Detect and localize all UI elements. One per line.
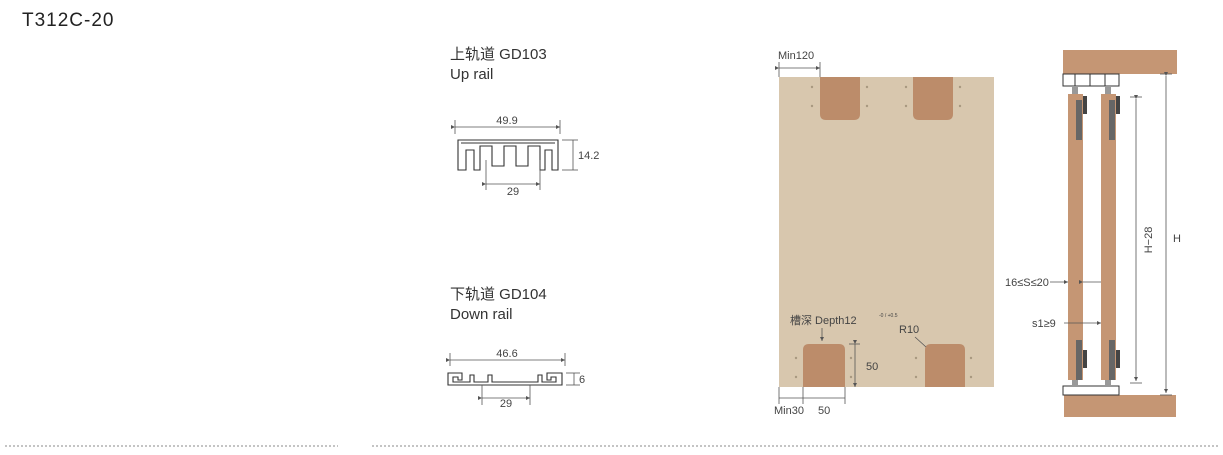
door-leaf-left [1068, 94, 1083, 380]
up-rail-title: 上轨道 GD103 Up rail [450, 45, 547, 85]
gap-range-label: 16≤S≤20 [1005, 277, 1049, 289]
floor-board [1064, 395, 1176, 417]
min-top-label: Min120 [778, 50, 814, 62]
down-rail-diagram: 46.6 6 29 [446, 348, 585, 410]
top-slot-right [913, 77, 953, 120]
slot-width-label: 50 [818, 405, 830, 417]
down-rail-title: 下轨道 GD104 Down rail [450, 285, 547, 325]
top-rail-section [1062, 73, 1120, 87]
ceiling-board [1063, 50, 1177, 74]
down-rail-width-label: 46.6 [496, 348, 517, 360]
down-rail-title-en: Down rail [450, 306, 513, 323]
clearance-label: s1≥9 [1032, 318, 1056, 330]
up-rail-title-cn: 上轨道 GD103 [450, 46, 547, 63]
inner-height-label: H−28 [1143, 227, 1155, 254]
groove-tolerance-label: -0 / +0.5 [879, 313, 898, 319]
up-rail-height-label: 14.2 [578, 150, 599, 162]
top-slot-left [820, 77, 860, 120]
up-rail-profile [457, 139, 559, 171]
down-rail-title-cn: 下轨道 GD104 [450, 286, 547, 303]
slot-height-label: 50 [866, 361, 878, 373]
door-leaf-right [1101, 94, 1116, 380]
up-rail-title-en: Up rail [450, 66, 494, 83]
groove-depth-label: 槽深 Depth12 [790, 314, 857, 327]
radius-label: R10 [899, 324, 919, 336]
height-label: H [1173, 233, 1181, 245]
down-rail-height-label: 6 [579, 374, 585, 386]
door-panel [779, 77, 994, 387]
up-rail-width-label: 49.9 [496, 115, 517, 127]
bottom-slot-left [803, 344, 845, 387]
model-code: T312C-20 [22, 10, 115, 31]
up-rail-inner-label: 29 [507, 186, 519, 198]
down-rail-profile [447, 372, 563, 386]
down-rail-inner-label: 29 [500, 398, 512, 410]
side-section-diagram: H H−28 16≤S≤20 s1≥9 [1005, 50, 1181, 417]
door-panel-diagram: Min120 槽深 Depth12 -0 / +0.5 R10 50 Min30… [774, 50, 994, 417]
screw-holes [794, 85, 973, 379]
up-rail-diagram: 49.9 14.2 29 [451, 115, 599, 198]
min-bottom-label: Min30 [774, 405, 804, 417]
bottom-slot-right [925, 344, 965, 387]
bottom-rail-section [1062, 385, 1120, 396]
